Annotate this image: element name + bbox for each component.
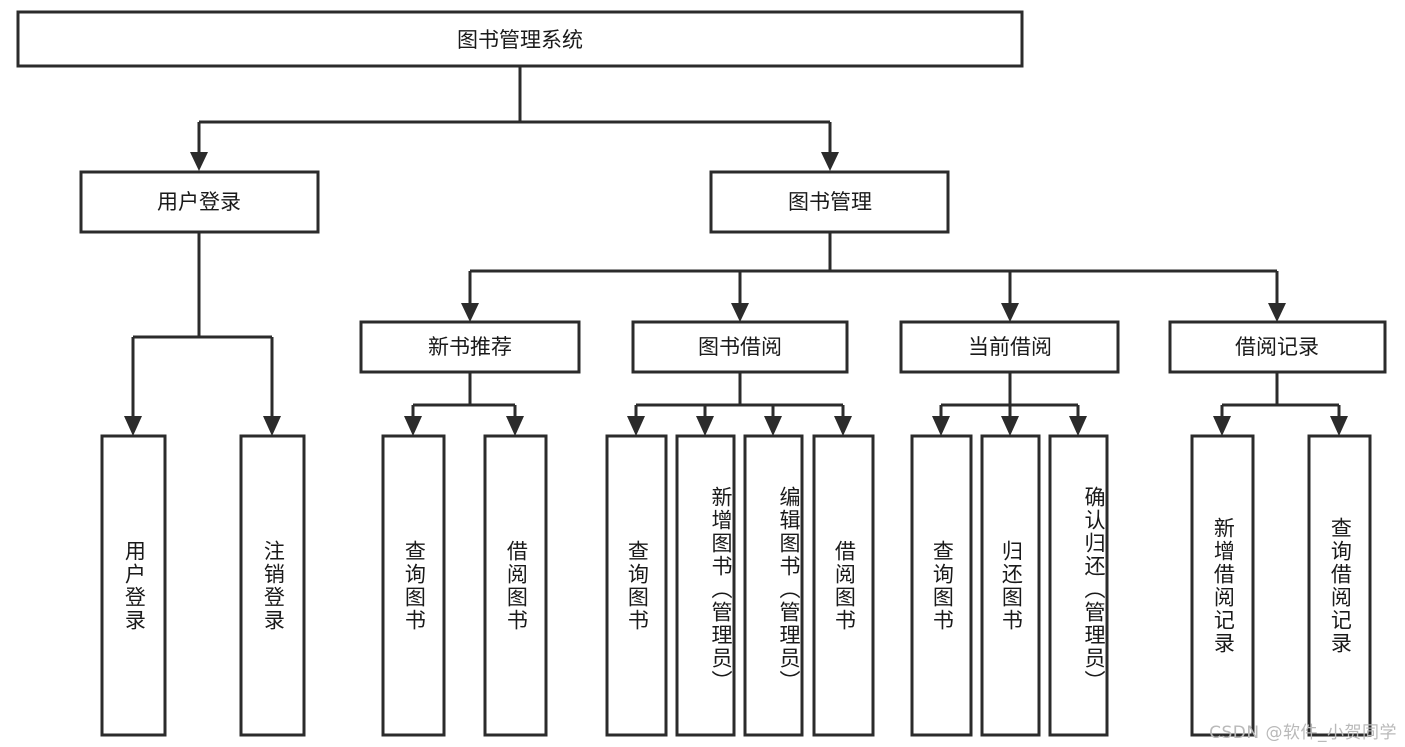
arrow-to-leaf-add-book	[696, 416, 714, 436]
node-book-borrow-box[interactable]	[631, 320, 849, 374]
node-leaf-borrow-book-1-box[interactable]	[483, 434, 548, 737]
node-leaf-query-book-1-box[interactable]	[381, 434, 446, 737]
node-leaf-edit-book-box[interactable]	[743, 434, 804, 737]
arrow-to-leaf-borrow-book-1	[506, 416, 524, 436]
arrow-to-borrow-record	[1268, 303, 1286, 322]
node-leaf-user-login-box[interactable]	[100, 434, 167, 737]
node-leaf-add-book-box[interactable]	[675, 434, 736, 737]
arrow-to-leaf-logout-login	[263, 416, 281, 436]
node-root-box[interactable]	[16, 10, 1024, 68]
arrow-to-leaf-query-book-3	[932, 416, 950, 436]
node-borrow-record-label: 借阅记录	[1235, 335, 1319, 359]
node-leaf-confirm-return-box[interactable]	[1048, 434, 1109, 737]
node-leaf-add-record-box[interactable]	[1190, 434, 1255, 737]
node-leaf-query-book-3-box[interactable]	[910, 434, 973, 737]
node-new-book-rec-label: 新书推荐	[428, 335, 512, 359]
node-user-login-label: 用户登录	[157, 190, 241, 214]
node-root-label: 图书管理系统	[457, 28, 583, 52]
arrow-to-book-borrow	[731, 303, 749, 322]
arrow-to-new-book-rec	[461, 303, 479, 322]
arrow-to-leaf-add-record	[1213, 416, 1231, 436]
node-leaf-query-book-2-box[interactable]	[605, 434, 668, 737]
node-book-manage-label: 图书管理	[788, 190, 872, 214]
node-leaf-logout-login-box[interactable]	[239, 434, 306, 737]
arrow-to-leaf-user-login	[124, 416, 142, 436]
node-borrow-record-box[interactable]	[1168, 320, 1387, 374]
arrow-to-leaf-borrow-book-2	[834, 416, 852, 436]
node-leaf-return-book-box[interactable]	[980, 434, 1041, 737]
arrow-to-leaf-edit-book	[764, 416, 782, 436]
arrow-to-leaf-query-book-1	[404, 416, 422, 436]
csdn-watermark: CSDN @软件_小贺同学	[1209, 723, 1397, 743]
arrow-to-current-borrow	[1001, 303, 1019, 322]
node-leaf-borrow-book-2-box[interactable]	[812, 434, 875, 737]
node-current-borrow-label: 当前借阅	[968, 335, 1052, 359]
arrow-to-leaf-query-record	[1330, 416, 1348, 436]
node-leaf-query-record-box[interactable]	[1307, 434, 1372, 737]
arrow-to-user-login	[190, 152, 208, 171]
node-book-manage-box[interactable]	[709, 170, 950, 234]
node-book-borrow-label: 图书借阅	[698, 335, 782, 359]
arrow-to-leaf-confirm-return	[1069, 416, 1087, 436]
arrow-to-leaf-return-book	[1001, 416, 1019, 436]
arrow-to-leaf-query-book-2	[627, 416, 645, 436]
arrow-to-book-manage	[821, 152, 839, 171]
node-current-borrow-box[interactable]	[899, 320, 1120, 374]
node-new-book-rec-box[interactable]	[359, 320, 581, 374]
